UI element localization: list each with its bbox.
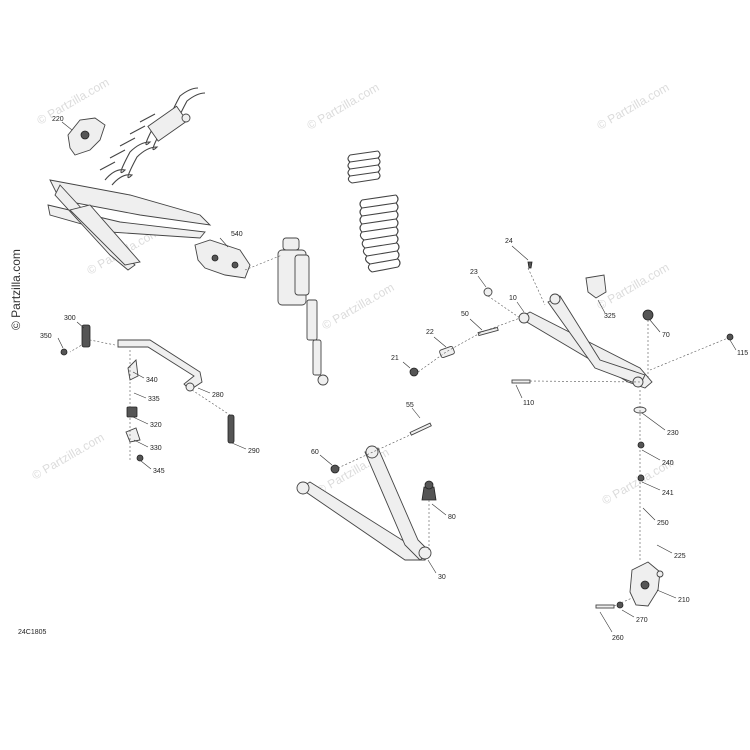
callout-30: 30	[438, 574, 446, 581]
callout-260: 260	[612, 635, 624, 642]
callout-230: 230	[667, 430, 679, 437]
hardware-parts	[60, 261, 734, 609]
leader-lines	[57, 121, 737, 633]
spring-small	[347, 150, 381, 184]
callout-240: 240	[662, 460, 674, 467]
drawing-code: 24C1805	[18, 629, 47, 636]
callout-270: 270	[636, 617, 648, 624]
bracket-540	[194, 239, 251, 279]
link-300	[81, 324, 91, 348]
callout-340: 340	[146, 377, 158, 384]
callout-540: 540	[231, 231, 243, 238]
callout-325: 325	[604, 313, 616, 320]
upper-a-arm	[518, 293, 653, 389]
callout-220: 220	[52, 116, 64, 123]
watermark-1: © Partzilla.com	[35, 75, 112, 128]
watermark-3: © Partzilla.com	[595, 80, 672, 133]
callout-10: 10	[509, 295, 517, 302]
spring-large	[359, 194, 401, 273]
callout-330: 330	[150, 445, 162, 452]
callout-350: 350	[40, 333, 52, 340]
callout-70: 70	[662, 332, 670, 339]
overview-spring	[99, 87, 206, 186]
stabilizer-bar	[117, 339, 203, 392]
callout-241: 241	[662, 490, 674, 497]
callout-250: 250	[657, 520, 669, 527]
callout-60: 60	[311, 449, 319, 456]
callout-210: 210	[678, 597, 690, 604]
callout-23: 23	[470, 269, 478, 276]
callout-280: 280	[212, 392, 224, 399]
callout-55: 55	[406, 402, 414, 409]
callout-290: 290	[248, 448, 260, 455]
callout-50: 50	[461, 311, 469, 318]
assembly-overview	[47, 87, 212, 271]
callout-320: 320	[150, 422, 162, 429]
callout-115: 115	[737, 350, 748, 357]
side-watermark: © Partzilla.com	[9, 249, 23, 330]
watermark-7: © Partzilla.com	[30, 430, 107, 483]
watermark-layer: © Partzilla.com © Partzilla.com © Partzi…	[9, 75, 677, 508]
assembly-lines	[69, 254, 729, 607]
callout-22: 22	[426, 329, 434, 336]
callout-24: 24	[505, 238, 513, 245]
callout-21: 21	[391, 355, 399, 362]
callout-225: 225	[674, 553, 686, 560]
callout-300: 300	[64, 315, 76, 322]
callout-labels: 220 540 24 23 10 325 70 115 50 22 21 110…	[40, 116, 748, 642]
watermark-6: © Partzilla.com	[595, 260, 672, 313]
shock-absorber	[277, 237, 329, 386]
watermark-5: © Partzilla.com	[320, 280, 397, 333]
callout-80: 80	[448, 514, 456, 521]
callout-345: 345	[153, 468, 165, 475]
callout-110: 110	[523, 400, 534, 407]
watermark-2: © Partzilla.com	[305, 80, 382, 133]
callout-335: 335	[148, 396, 160, 403]
lower-a-arm	[296, 445, 432, 561]
